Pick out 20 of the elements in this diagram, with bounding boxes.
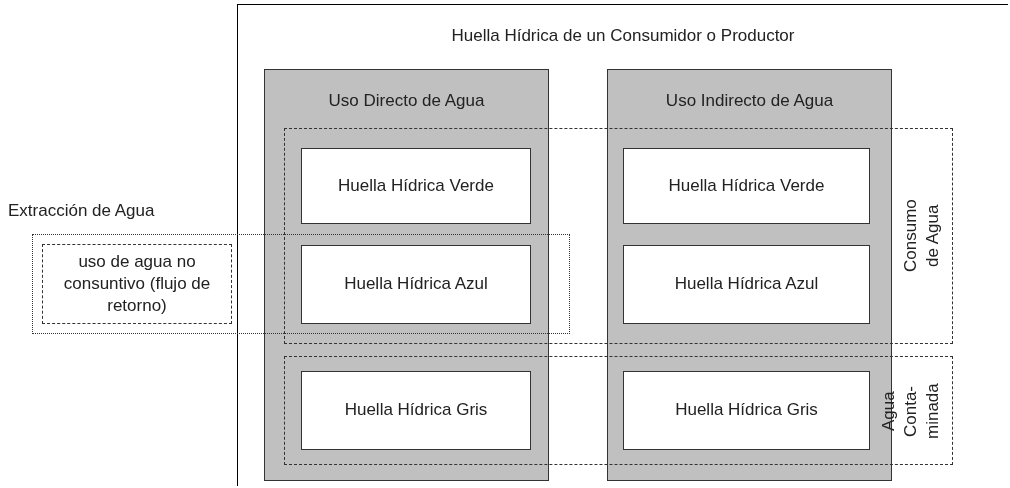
region-label: Consumo de Agua: [899, 198, 943, 275]
process-box: [623, 245, 870, 324]
box-label: Huella Hídrica Azul: [344, 273, 488, 296]
process-box: [301, 371, 531, 450]
box-label: Huella Hídrica Gris: [344, 399, 488, 422]
box-label: Huella Hídrica Azul: [674, 273, 819, 296]
region-label: Agua Conta- minada: [877, 381, 943, 441]
process-box: [301, 245, 531, 324]
column-title: Uso Indirecto de Agua: [664, 90, 835, 112]
column-title: Uso Directo de Agua: [327, 90, 486, 112]
box-label: Huella Hídrica Verde: [668, 174, 825, 197]
box-label: uso de agua no consuntivo (flujo de retorno): [62, 250, 212, 318]
box-label: Huella Hídrica Gris: [675, 399, 818, 422]
region-heading: Extracción de Agua: [8, 200, 155, 222]
process-box: [623, 371, 870, 450]
process-box: [623, 148, 870, 224]
frame-title: Huella Hídrica de un Consumidor o Productor: [450, 25, 796, 47]
dashed-box: [42, 244, 232, 324]
box-label: Huella Hídrica Verde: [338, 174, 494, 197]
process-box: [301, 148, 531, 224]
